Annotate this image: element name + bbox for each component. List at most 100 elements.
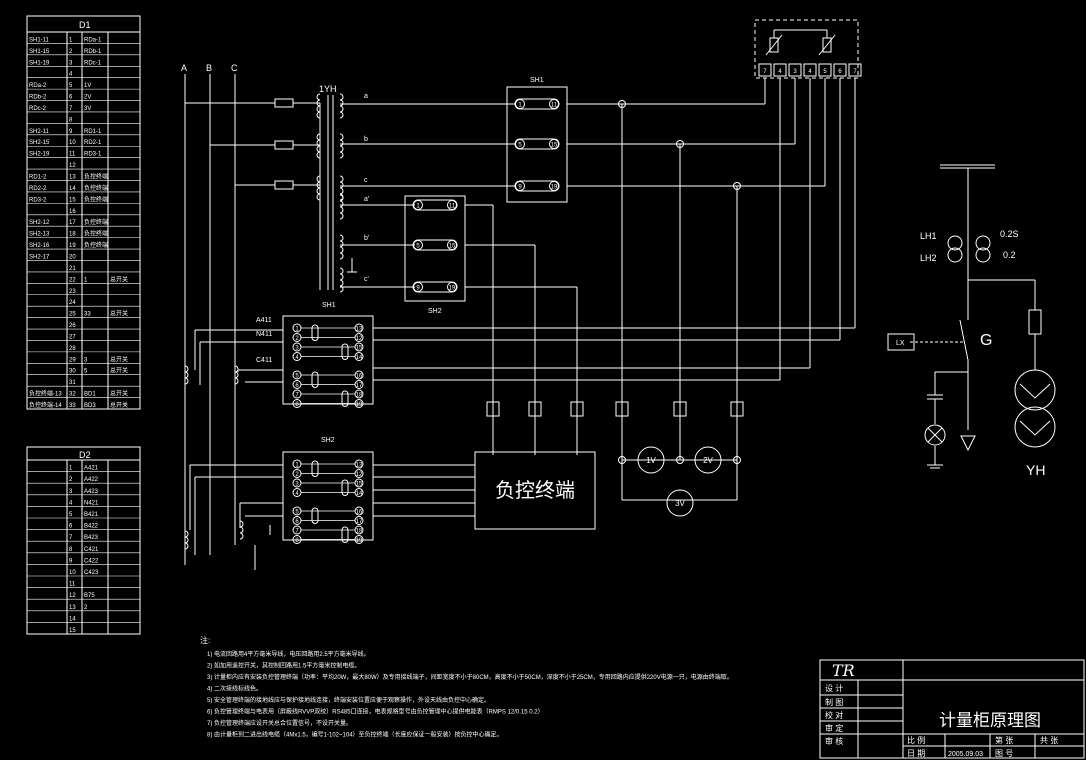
coil: [339, 267, 344, 293]
d1-cell: RDa-1: [84, 37, 102, 43]
ct-lh1: [947, 235, 963, 251]
phase-a-label: A: [181, 63, 187, 73]
top-terminal: [818, 63, 832, 77]
title-row-check: 校 对: [825, 710, 843, 720]
junction: [733, 182, 741, 190]
d1-cell: 负控终端: [84, 241, 108, 249]
d2-cell: C423: [84, 570, 99, 576]
note-line: 5) 安全管理终端的接地线应与保护接地线连接，终端安装位置应便于观察操作，外设天…: [207, 696, 490, 704]
d1-cell: 14: [69, 186, 76, 192]
coil: [339, 194, 344, 220]
d1-cell: 3: [69, 60, 73, 66]
top-terminal: [788, 63, 802, 77]
terminal-num: 15: [449, 244, 456, 250]
d1-cell: 1: [84, 277, 88, 283]
d2-cell: 8: [69, 547, 73, 553]
ct-num: 1: [295, 327, 299, 333]
d1-cell: 28: [69, 346, 76, 352]
d1-cell: 总开关: [110, 367, 128, 375]
d1-cell: SH2-12: [29, 220, 50, 226]
ct-num: 3: [295, 482, 299, 488]
d1-cell: 负控终端: [84, 218, 108, 226]
ct-num: 15: [356, 482, 363, 488]
terminal-dot: [515, 99, 525, 109]
d1-cell: 负控终端-14: [29, 401, 62, 409]
junction: [618, 456, 626, 464]
ct-num: 19: [356, 402, 363, 408]
ct-num: 14: [356, 491, 363, 497]
ct-lh2: [947, 247, 963, 263]
d1-cell: 负控终端-13: [29, 390, 62, 398]
d2-cell: 4: [69, 500, 73, 506]
top-terminal-num: 7: [763, 69, 767, 75]
d1-cell: 22: [69, 277, 76, 283]
d1-cell: SH2-11: [29, 129, 50, 135]
d1-cell: SH2-17: [29, 254, 50, 260]
terminal-num: 15: [551, 143, 558, 149]
coil: [316, 133, 321, 159]
ct-num: 17: [356, 383, 363, 389]
coil: [239, 520, 244, 540]
d1-cell: 13: [69, 175, 76, 181]
d1-cell: 7: [69, 106, 73, 112]
pt-sec-b2: b': [364, 235, 369, 242]
d1-cell: SH2-13: [29, 232, 50, 238]
ct-num: 1: [295, 463, 299, 469]
d1-cell: 30: [69, 369, 76, 375]
d1-cell: 2V: [84, 95, 91, 101]
date-value: 2005.09.03: [948, 751, 983, 758]
d1-cell: 总开关: [110, 401, 128, 409]
top-terminal: [803, 63, 817, 77]
note-line: 1) 电流回路用4平方毫米导线，电压回路用2.5平方毫米导线。: [207, 650, 370, 658]
terminal-num: 19: [449, 286, 456, 292]
d1-cell: 1V: [84, 83, 91, 89]
meter-label: 1V: [646, 456, 656, 465]
d1-cell: 9: [69, 129, 73, 135]
d2-cell: 12: [69, 593, 76, 599]
ct-num: 13: [356, 463, 363, 469]
d2-title: D2: [79, 450, 91, 460]
terminal-num: 11: [449, 204, 456, 210]
ct-num: 3: [295, 346, 299, 352]
d1-cell: 19: [69, 243, 76, 249]
top-terminal-num: 4: [808, 69, 812, 75]
terminal-dot: [447, 282, 457, 292]
d1-cell: 17: [69, 220, 76, 226]
drawing-title: 计量柜原理图: [939, 711, 1041, 731]
d1-cell: BD1: [84, 392, 96, 398]
d1-cell: 20: [69, 254, 76, 260]
terminal-dot: [413, 282, 423, 292]
terminal-dot: [515, 139, 525, 149]
ct1-label-c: C411: [256, 357, 272, 364]
d1-cell: 26: [69, 323, 76, 329]
terminal-box-label: 负控终端: [495, 478, 575, 502]
terminal-num: 1: [518, 103, 522, 109]
sh1-under-pt-label: SH1: [322, 302, 336, 309]
shorting-link: [341, 479, 349, 496]
d1-cell: BD3: [84, 403, 96, 409]
acc2-label: 0.2: [1003, 250, 1016, 260]
ct-num: 15: [356, 346, 363, 352]
d1-cell: RDb-2: [29, 95, 47, 101]
d1-cell: 负控终端: [84, 173, 108, 181]
top-terminal-num: 4: [778, 69, 782, 75]
d1-cell: 5: [84, 369, 88, 375]
ct-acc2: [975, 247, 991, 263]
coil: [316, 93, 321, 119]
pt-sec-c: c: [364, 177, 368, 184]
top-terminal-num: 7: [853, 69, 857, 75]
top-terminal-num: 6: [838, 69, 842, 75]
pt-sec-a2: a': [364, 196, 369, 203]
note-line: 4) 二次接线标线色。: [207, 685, 262, 693]
junction: [618, 100, 626, 108]
sh2-mid-title: SH2: [428, 308, 442, 315]
terminal-num: 9: [416, 286, 420, 292]
d2-cell: 13: [69, 605, 76, 611]
note-line: 6) 负控管理终端与电表用（屏蔽线RVVP双绞）RS485口连接，电表规格型号由…: [207, 708, 544, 716]
d1-cell: 32: [69, 392, 76, 398]
d1-cell: 3: [84, 357, 88, 363]
d2-cell: 7: [69, 535, 73, 541]
d1-cell: RD1-1: [84, 129, 102, 135]
lh2-label: LH2: [920, 253, 937, 263]
ct-num: 13: [356, 327, 363, 333]
